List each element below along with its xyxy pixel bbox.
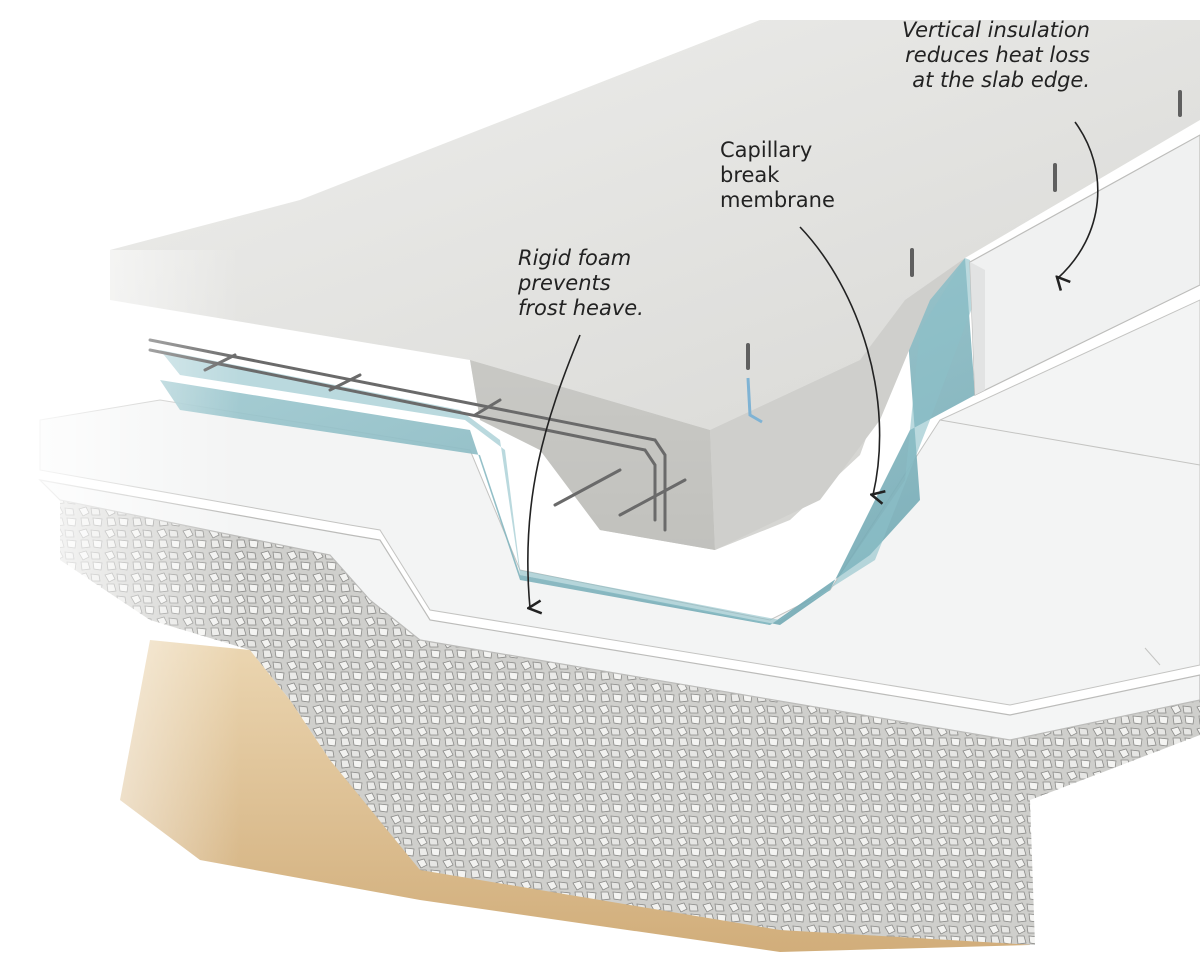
vertical-insulation-line-2: reduces heat loss bbox=[905, 43, 1090, 67]
vertical-insulation-line-3: at the slab edge. bbox=[912, 68, 1090, 92]
vertical-insulation-callout: Vertical insulation reduces heat loss at… bbox=[850, 18, 1090, 93]
rigid-foam-callout: Rigid foam prevents frost heave. bbox=[518, 246, 678, 321]
vertical-insulation-arrow bbox=[1058, 121, 1099, 278]
rigid-foam-line-1: Rigid foam bbox=[518, 246, 632, 270]
capillary-break-line-1: Capillary bbox=[720, 138, 813, 162]
vertical-insulation-board bbox=[969, 134, 1200, 396]
slab-side-face bbox=[110, 300, 905, 550]
rigid-foam-arrow bbox=[528, 334, 581, 608]
gravel-base bbox=[60, 500, 1200, 945]
slab-top bbox=[110, 20, 1200, 430]
rigid-foam-line-3: frost heave. bbox=[518, 296, 644, 320]
vertical-insulation-line-1: Vertical insulation bbox=[901, 18, 1090, 42]
capillary-break-callout: Capillary break membrane bbox=[720, 138, 880, 213]
anchor-bolts bbox=[746, 90, 1182, 370]
rigid-foam-board bbox=[38, 479, 1200, 741]
capillary-break-line-2: break bbox=[720, 163, 780, 187]
capillary-break-arrow bbox=[799, 226, 880, 495]
rigid-foam-line-2: prevents bbox=[518, 271, 611, 295]
capillary-break-line-3: membrane bbox=[720, 188, 835, 212]
